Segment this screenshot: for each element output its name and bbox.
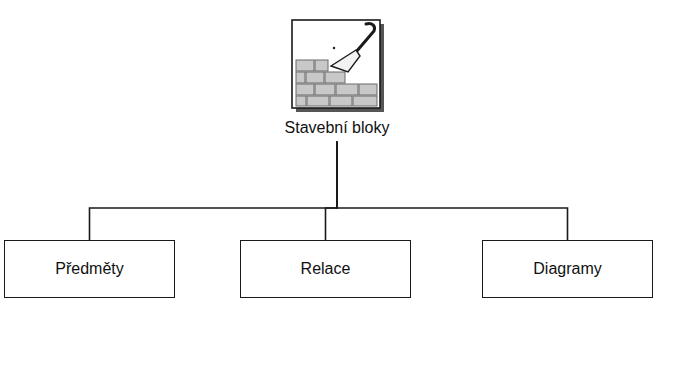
tree-connector: [326, 141, 338, 240]
box-label: Relace: [301, 259, 351, 278]
tree-connector: [337, 141, 568, 240]
box-label: Diagramy: [533, 259, 601, 278]
category-box: Relace: [240, 240, 411, 298]
category-box: Předměty: [4, 240, 175, 298]
icon-frame: [292, 20, 380, 108]
box-label: Předměty: [55, 259, 123, 278]
icon-label: Stavební bloky: [257, 118, 417, 137]
category-box: Diagramy: [482, 240, 653, 298]
icon-node: Stavební bloky: [257, 14, 417, 141]
tree-connector: [90, 141, 338, 240]
trowel: [331, 23, 375, 72]
